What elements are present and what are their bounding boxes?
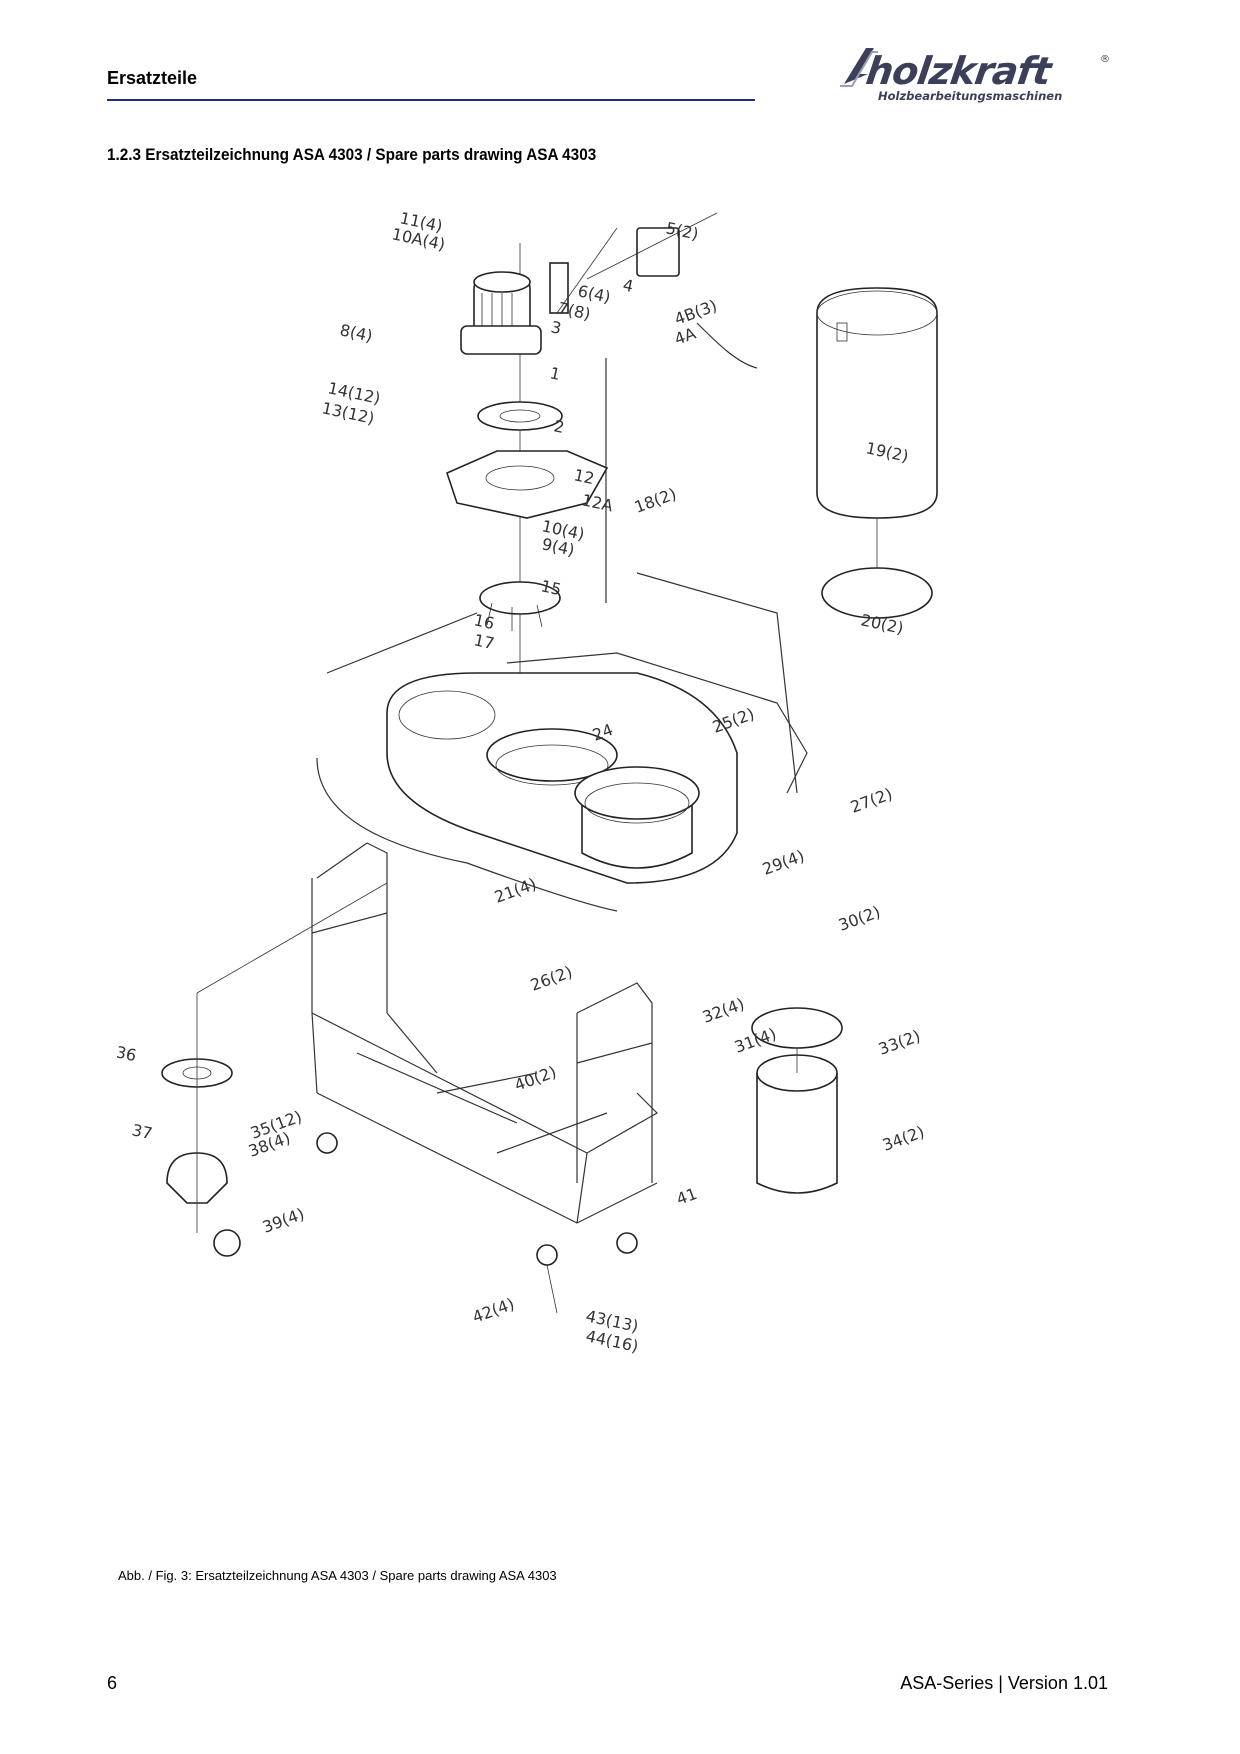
filter-bag — [816, 287, 938, 619]
figure-caption: Abb. / Fig. 3: Ersatzteilzeichnung ASA 4… — [118, 1568, 557, 1583]
part-label: 32(4) — [700, 994, 747, 1027]
part-label: 39(4) — [260, 1204, 307, 1237]
part-label: 2 — [552, 416, 566, 437]
section-heading: 1.2.3 Ersatzteilzeichnung ASA 4303 / Spa… — [107, 145, 597, 164]
part-label: 4B(3) — [672, 296, 720, 329]
part-label: 8(4) — [338, 320, 374, 345]
part-label: 42(4) — [470, 1294, 517, 1327]
part-label: 30(2) — [836, 902, 883, 935]
stand-frame — [311, 842, 658, 1314]
part-label: 17 — [472, 630, 496, 653]
holzkraft-logo: holzkraft ® Holzbearbeitungsmaschinen — [840, 48, 1110, 103]
part-label: 25(2) — [710, 704, 757, 737]
page-number: 6 — [107, 1673, 118, 1693]
spare-parts-drawing: 11(4) 10A(4) 5(2) 6(4) 4 7(8) 3 4B(3) 4A… — [117, 208, 938, 1356]
switch-assembly — [549, 212, 758, 369]
logo-tagline: Holzbearbeitungsmaschinen — [878, 89, 1062, 103]
part-label: 27(2) — [848, 784, 895, 817]
part-label: 1 — [548, 363, 562, 384]
part-label: 15 — [539, 576, 563, 599]
motor-assembly — [446, 243, 609, 833]
part-label: 33(2) — [876, 1026, 923, 1059]
part-label: 4 — [621, 275, 635, 296]
part-label: 29(4) — [760, 846, 807, 879]
part-label: 3 — [549, 317, 563, 338]
part-label: 12A — [580, 490, 615, 515]
part-label: 18(2) — [632, 484, 679, 517]
part-label: 36 — [117, 1042, 138, 1065]
logo-registered-mark: ® — [1100, 54, 1110, 65]
part-label: 12 — [572, 465, 596, 488]
footer-version: ASA-Series | Version 1.01 — [900, 1673, 1108, 1693]
part-label: 26(2) — [528, 962, 575, 995]
part-label: 4A — [672, 324, 698, 349]
logo-wordmark: holzkraft — [863, 50, 1055, 94]
page-header-title: Ersatzteile — [107, 68, 198, 88]
part-label: 21(4) — [492, 874, 539, 907]
part-label: 16 — [472, 610, 496, 633]
part-label: 40(2) — [512, 1062, 559, 1095]
part-label: 41 — [674, 1184, 700, 1209]
collection-drum — [751, 1007, 843, 1194]
header-rule — [107, 99, 755, 101]
adapter-parts — [161, 882, 388, 1257]
part-label: 34(2) — [880, 1122, 927, 1155]
part-label: 37 — [130, 1120, 154, 1143]
blower-housing — [316, 572, 808, 912]
